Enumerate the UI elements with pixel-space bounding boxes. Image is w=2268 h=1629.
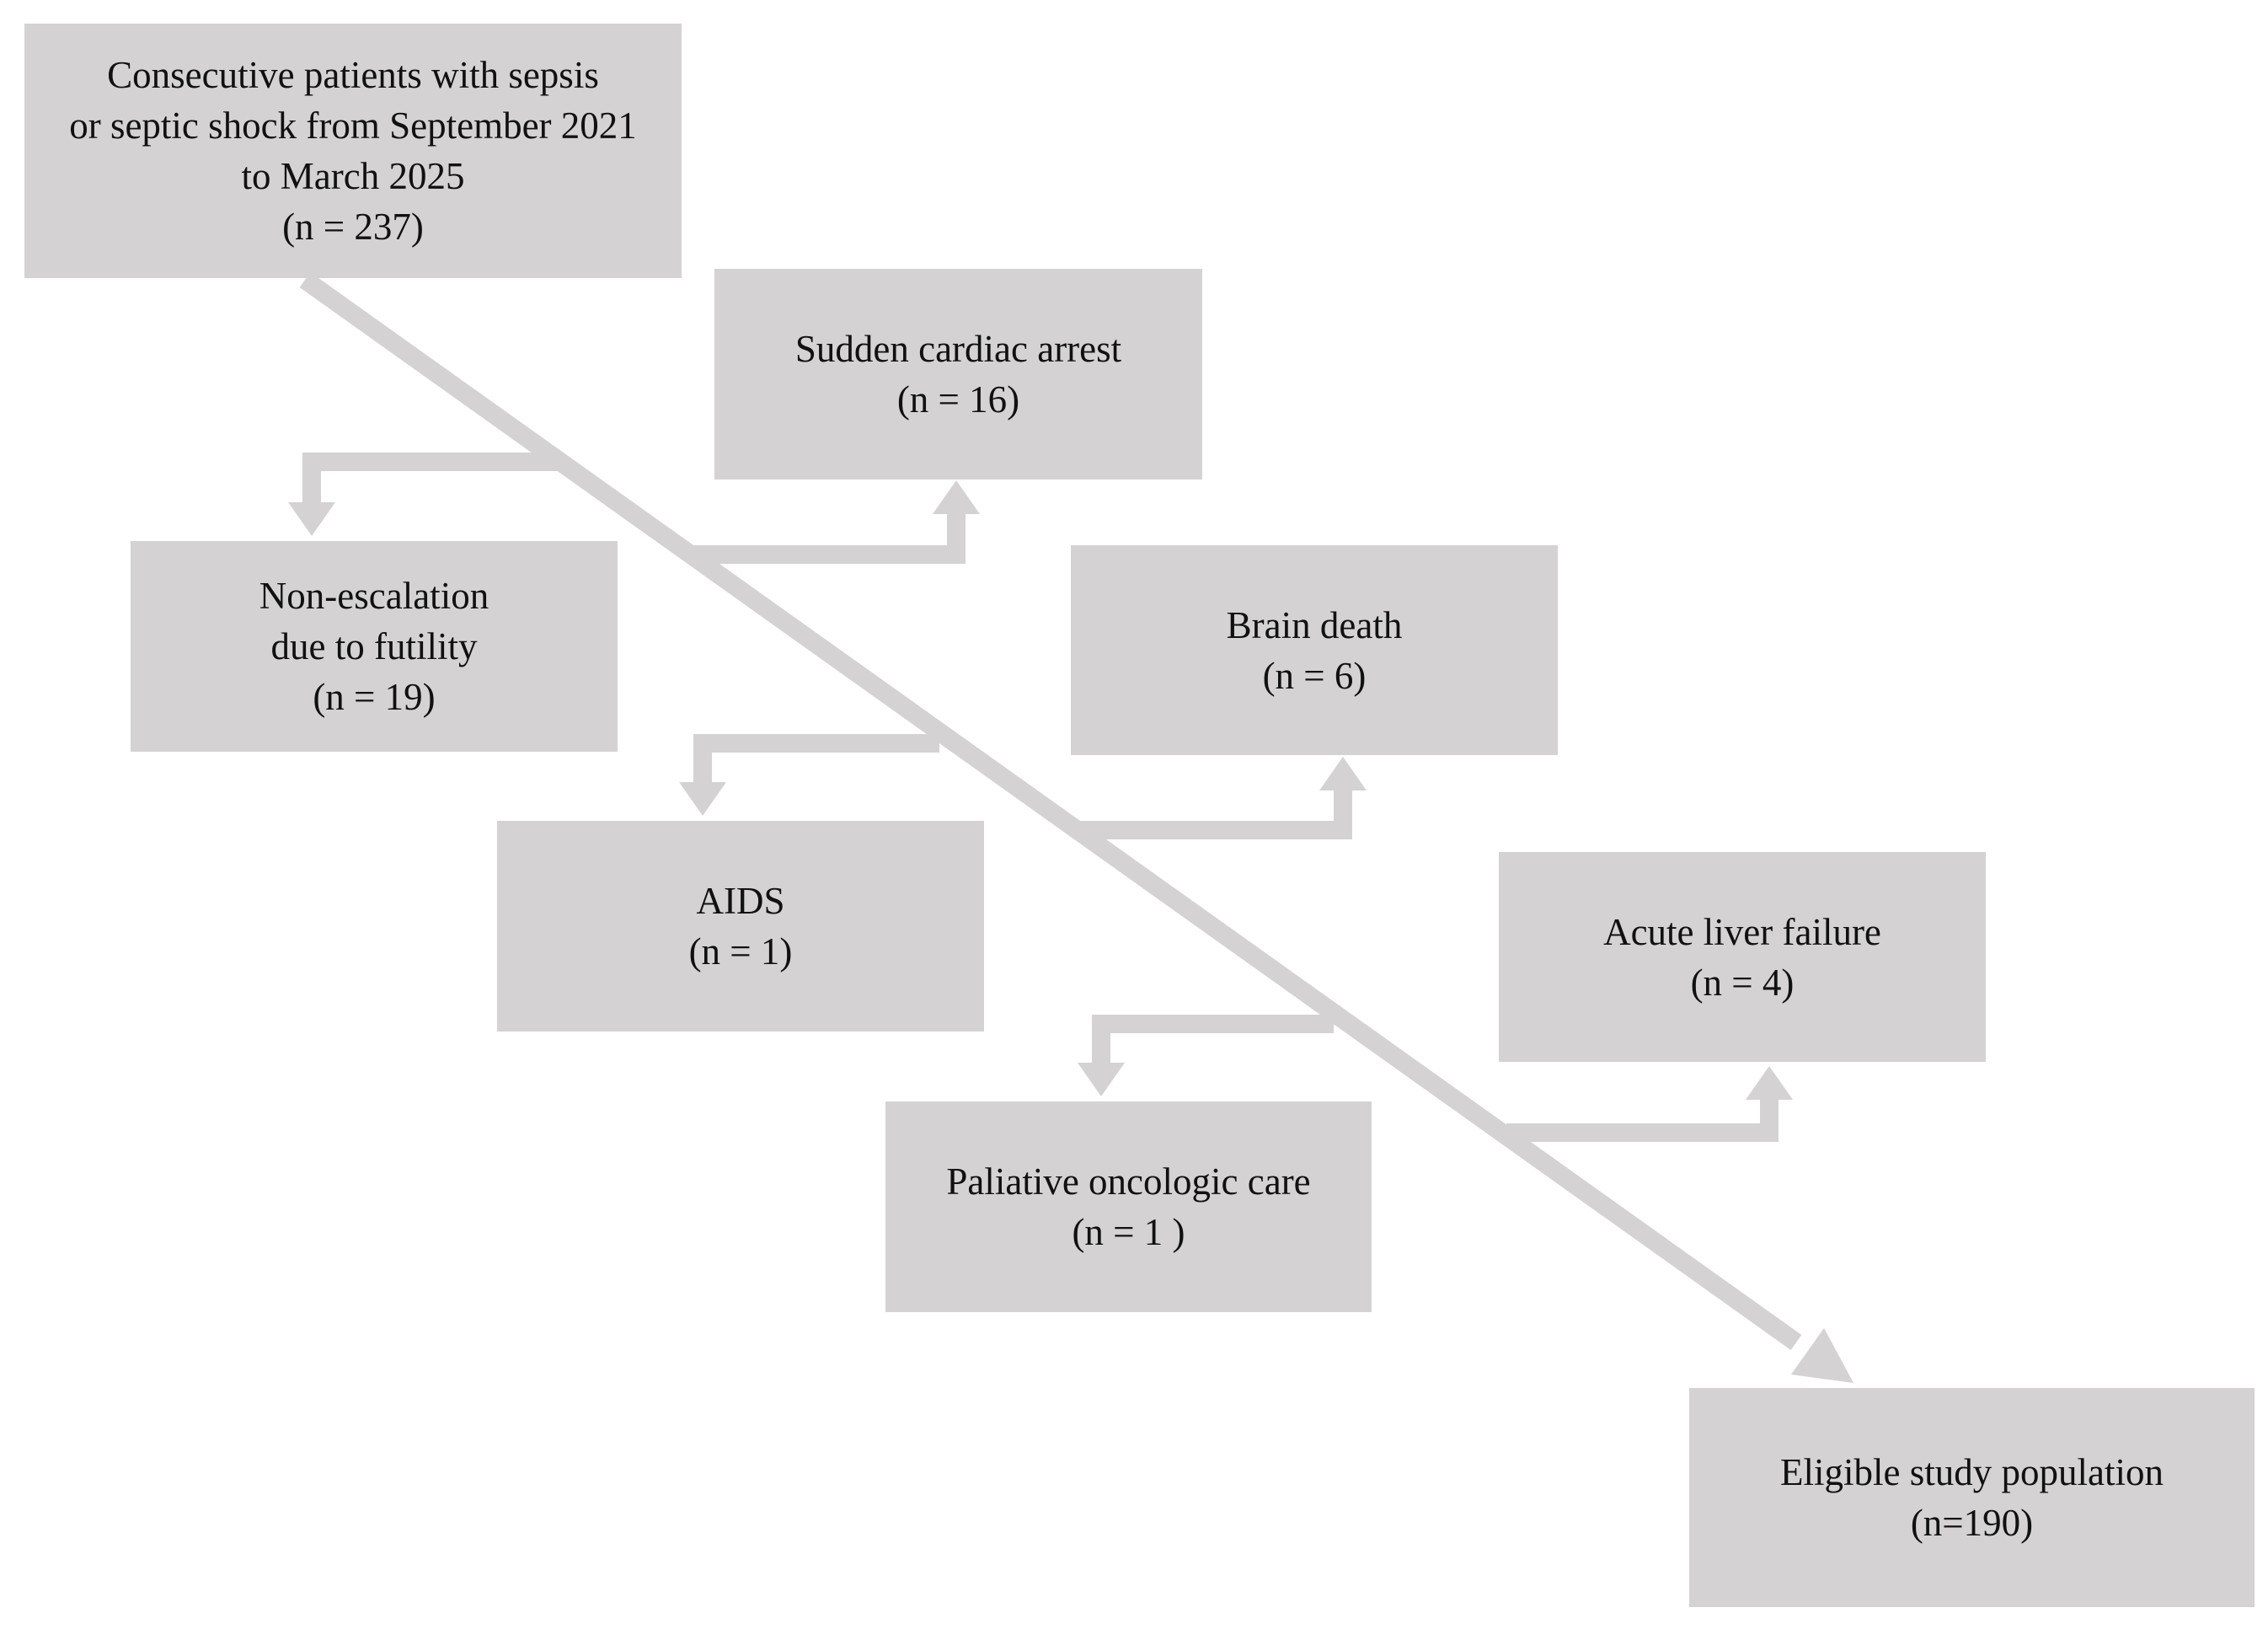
box-consecutive-patients: Consecutive patients with sepsis or sept…: [24, 24, 682, 278]
aids-count: (n = 1): [688, 930, 793, 973]
arrowhead-acute-liver-failure: [1746, 1066, 1793, 1100]
arrowhead-paliative-care: [1078, 1063, 1125, 1096]
arrowhead-non-escalation: [288, 502, 335, 536]
sca-count: (n = 16): [896, 378, 1020, 421]
branch-acute-liver-failure: [1506, 1096, 1779, 1142]
branch-brain-death: [1078, 786, 1352, 839]
box-acute-liver-failure: Acute liver failure (n = 4): [1499, 852, 1986, 1062]
arrowhead-brain-death: [1319, 757, 1367, 790]
aids-label: AIDS: [696, 880, 785, 922]
liver-failure-label: Acute liver failure: [1603, 910, 1881, 953]
box-eligible-population: Eligible study population (n=190): [1689, 1388, 2255, 1607]
start-count: (n = 237): [282, 206, 424, 248]
paliative-care-count: (n = 1 ): [1072, 1211, 1185, 1253]
box-non-escalation: Non-escalation due to futility (n = 19): [131, 541, 618, 752]
non-escalation-line-1: Non-escalation: [259, 575, 489, 617]
eligible-label: Eligible study population: [1780, 1451, 2164, 1493]
start-line-1: Consecutive patients with sepsis: [107, 54, 599, 96]
brain-death-count: (n = 6): [1262, 654, 1367, 697]
eligible-count: (n=190): [1910, 1502, 2034, 1544]
box-aids: AIDS (n = 1): [497, 821, 984, 1032]
start-line-3: to March 2025: [241, 155, 465, 197]
non-escalation-line-2: due to futility: [270, 625, 478, 667]
arrowhead-eligible: [1791, 1328, 1853, 1383]
sca-label: Sudden cardiac arrest: [794, 328, 1122, 370]
box-sudden-cardiac-arrest: Sudden cardiac arrest (n = 16): [714, 269, 1202, 480]
branch-sudden-cardiac-arrest: [691, 511, 966, 564]
brain-death-label: Brain death: [1226, 603, 1403, 646]
arrowhead-aids: [679, 782, 726, 816]
box-brain-death: Brain death (n = 6): [1071, 545, 1558, 755]
branch-paliative-care: [1092, 1015, 1334, 1066]
box-paliative-care: Paliative oncologic care (n = 1 ): [885, 1101, 1372, 1312]
branch-aids: [693, 734, 939, 785]
arrowhead-sudden-cardiac-arrest: [933, 480, 980, 514]
liver-failure-count: (n = 4): [1690, 961, 1795, 1004]
start-line-2: or septic shock from September 2021: [69, 104, 637, 147]
non-escalation-count: (n = 19): [313, 676, 436, 718]
paliative-care-label: Paliative oncologic care: [946, 1160, 1311, 1203]
branch-non-escalation: [302, 453, 561, 506]
